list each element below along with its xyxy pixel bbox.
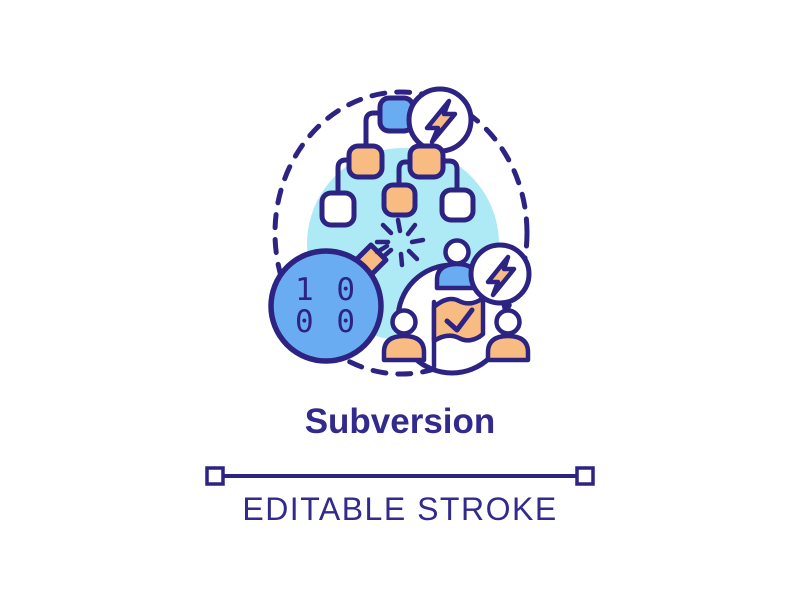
person-icon	[485, 333, 531, 363]
person-icon	[381, 333, 427, 363]
team-circle-icon	[381, 238, 532, 376]
anchor-square-left	[205, 466, 225, 486]
tree-connector	[440, 158, 460, 193]
person-head	[494, 308, 522, 336]
lightning-bolt	[485, 254, 517, 298]
editable-stroke-divider	[205, 466, 595, 486]
version-node	[439, 187, 476, 223]
version-node	[407, 143, 446, 180]
bomb-binary-line-1: 1 0	[295, 272, 357, 308]
anchor-square-right	[575, 466, 595, 486]
lightning-icon	[468, 242, 532, 306]
version-node	[346, 143, 385, 180]
bomb-binary-line-2: 0 0	[295, 304, 357, 340]
bomb-icon: 1 0 0 0	[268, 242, 390, 364]
tree-connector	[396, 159, 413, 188]
person-head	[390, 308, 418, 336]
editable-stroke-label: EDITABLE STROKE	[242, 491, 558, 527]
lightning-bolt	[424, 98, 458, 145]
flag	[431, 295, 486, 344]
checkmark	[444, 307, 475, 333]
tree-connector	[335, 157, 352, 196]
version-node	[319, 190, 357, 228]
dashed-outline-circle	[272, 89, 530, 377]
version-tree-icon	[319, 86, 476, 228]
bomb-body	[268, 248, 384, 364]
flag-checkmark-icon	[431, 295, 486, 370]
concept-title: Subversion	[304, 402, 496, 441]
version-node	[381, 182, 418, 218]
lightning-icon	[406, 86, 474, 154]
person-head	[443, 238, 471, 266]
tree-connector	[363, 110, 383, 149]
bomb-wick	[374, 243, 390, 255]
